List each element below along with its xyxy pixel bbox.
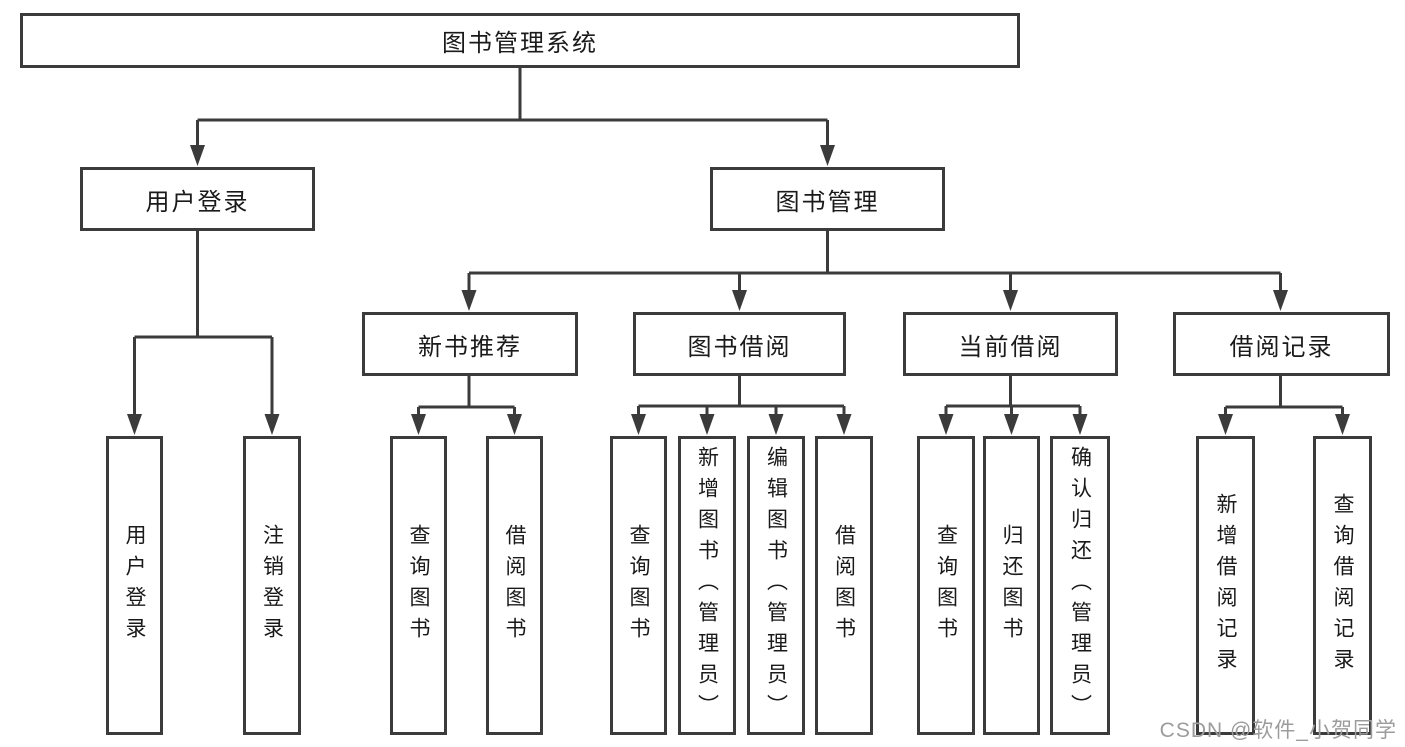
arrow-icon	[1004, 414, 1019, 435]
arrow-icon	[461, 290, 477, 311]
node-label: 新增借阅记录	[1214, 492, 1237, 679]
node-label: 当前借阅	[958, 333, 1063, 361]
node-label: 查询借阅记录	[1331, 492, 1354, 679]
node-label: 编辑图书（管理员）	[764, 446, 788, 725]
node-label: 归还图书	[1000, 523, 1023, 648]
node-user-login: 用户登录	[80, 167, 315, 231]
node-label: 新增图书（管理员）	[695, 446, 719, 725]
node-current-borrowing: 当前借阅	[903, 312, 1118, 376]
arrow-icon	[699, 414, 715, 435]
arrow-icon	[836, 414, 852, 435]
node-borrow-books-borrowing: 借阅图书	[815, 436, 873, 735]
arrow-icon	[190, 145, 205, 166]
node-confirm-return-admin: 确认归还（管理员）	[1050, 436, 1110, 735]
node-book-borrowing: 图书借阅	[633, 312, 846, 376]
arrow-icon	[732, 290, 747, 311]
arrow-icon	[631, 414, 646, 435]
arrow-icon	[127, 414, 142, 435]
node-book-management: 图书管理	[710, 167, 945, 231]
node-label: 注销登录	[260, 523, 284, 648]
node-label: 查询图书	[627, 523, 650, 648]
node-return-books: 归还图书	[983, 436, 1040, 735]
arrow-icon	[820, 145, 835, 166]
node-label: 图书管理系统	[442, 30, 598, 57]
node-label: 借阅记录	[1229, 333, 1334, 361]
node-add-books-admin: 新增图书（管理员）	[678, 436, 736, 735]
node-label: 查询图书	[407, 523, 430, 648]
node-borrowing-records: 借阅记录	[1173, 312, 1390, 376]
node-query-books-recommend: 查询图书	[390, 436, 447, 735]
arrow-icon	[411, 414, 426, 435]
arrow-icon	[264, 414, 280, 435]
node-label: 新书推荐	[418, 333, 522, 361]
node-query-books-current: 查询图书	[917, 436, 975, 735]
arrow-icon	[507, 414, 522, 435]
watermark: CSDN @软件_小贺同学	[1159, 719, 1397, 742]
node-label: 用户登录	[123, 523, 146, 648]
arrow-icon	[1218, 414, 1233, 435]
node-add-borrow-record: 新增借阅记录	[1196, 436, 1255, 735]
node-edit-books-admin: 编辑图书（管理员）	[747, 436, 805, 735]
node-label: 借阅图书	[503, 523, 526, 648]
node-login-action: 用户登录	[106, 436, 163, 735]
arrow-icon	[1003, 290, 1018, 311]
node-label: 确认归还（管理员）	[1068, 446, 1092, 725]
node-query-books-borrowing: 查询图书	[610, 436, 667, 735]
arrow-icon	[768, 414, 784, 435]
node-system-root: 图书管理系统	[20, 13, 1020, 68]
node-new-book-recommend: 新书推荐	[362, 312, 578, 376]
node-logout-action: 注销登录	[243, 436, 301, 735]
node-borrow-books-recommend: 借阅图书	[486, 436, 543, 735]
arrow-icon	[938, 414, 954, 435]
node-label: 查询图书	[934, 523, 958, 648]
arrow-icon	[1072, 414, 1088, 435]
node-query-borrow-record: 查询借阅记录	[1313, 436, 1372, 735]
arrow-icon	[1335, 414, 1350, 435]
node-label: 图书借阅	[687, 333, 792, 361]
arrow-icon	[1273, 290, 1288, 311]
node-label: 用户登录	[145, 188, 250, 216]
node-label: 借阅图书	[832, 523, 856, 648]
node-label: 图书管理	[775, 188, 880, 216]
